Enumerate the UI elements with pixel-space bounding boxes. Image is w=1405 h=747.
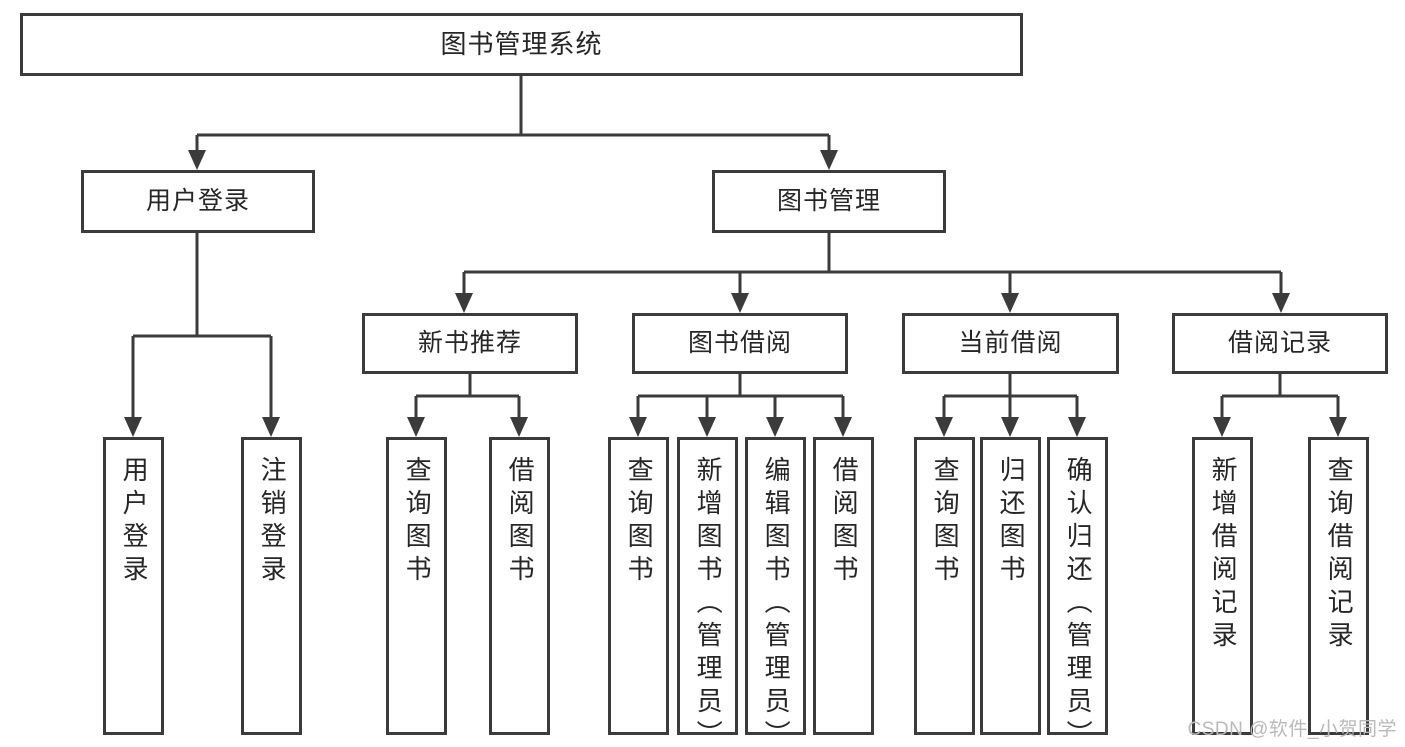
- leaf-query-book-current[interactable]: 查询图书: [914, 437, 975, 735]
- node-user-login[interactable]: 用户登录: [81, 170, 315, 233]
- leaf-add-book[interactable]: 新增图书（管理员）: [677, 437, 738, 747]
- node-current-borrow[interactable]: 当前借阅: [902, 313, 1119, 374]
- node-label: 查询借阅记录: [1324, 456, 1355, 654]
- node-label: 新增借阅记录: [1208, 456, 1239, 654]
- leaf-query-book-borrow[interactable]: 查询图书: [608, 437, 669, 735]
- leaf-return-book[interactable]: 归还图书: [980, 437, 1041, 735]
- node-label: 归还图书: [996, 456, 1027, 588]
- leaf-edit-book[interactable]: 编辑图书（管理员）: [745, 437, 806, 747]
- node-borrow-record[interactable]: 借阅记录: [1172, 313, 1388, 374]
- node-label: 当前借阅: [958, 329, 1063, 358]
- node-book-manage[interactable]: 图书管理: [712, 170, 946, 233]
- leaf-query-borrow-record[interactable]: 查询借阅记录: [1308, 437, 1369, 735]
- node-label: 用户登录: [145, 187, 250, 216]
- leaf-user-logout[interactable]: 注销登录: [241, 437, 302, 735]
- leaf-borrow-book-recommend[interactable]: 借阅图书: [489, 437, 550, 735]
- node-book-borrow[interactable]: 图书借阅: [632, 313, 848, 374]
- node-label: 用户登录: [119, 456, 150, 588]
- node-label: 确认归还（管理员）: [1063, 456, 1094, 747]
- node-label: 借阅图书: [505, 456, 536, 588]
- node-label: 借阅图书: [829, 456, 860, 588]
- node-label: 查询图书: [402, 456, 433, 588]
- node-label: 查询图书: [624, 456, 655, 588]
- leaf-query-book-recommend[interactable]: 查询图书: [386, 437, 447, 735]
- leaf-confirm-return[interactable]: 确认归还（管理员）: [1047, 437, 1108, 747]
- node-label: 查询图书: [930, 456, 961, 588]
- node-label: 新书推荐: [417, 329, 522, 358]
- csdn-watermark: CSDN @软件_小贺同学: [1187, 719, 1397, 740]
- node-label: 注销登录: [257, 456, 288, 588]
- node-label: 借阅记录: [1227, 329, 1332, 358]
- node-label: 图书管理系统: [440, 28, 603, 59]
- leaf-add-borrow-record[interactable]: 新增借阅记录: [1192, 437, 1253, 735]
- leaf-borrow-book[interactable]: 借阅图书: [813, 437, 874, 735]
- leaf-user-login[interactable]: 用户登录: [103, 437, 164, 735]
- node-label: 新增图书（管理员）: [693, 456, 724, 747]
- node-label: 图书管理: [776, 187, 881, 216]
- node-label: 编辑图书（管理员）: [761, 456, 792, 747]
- node-new-book-recommend[interactable]: 新书推荐: [362, 313, 578, 374]
- node-label: 图书借阅: [687, 329, 792, 358]
- node-root-system[interactable]: 图书管理系统: [20, 13, 1023, 76]
